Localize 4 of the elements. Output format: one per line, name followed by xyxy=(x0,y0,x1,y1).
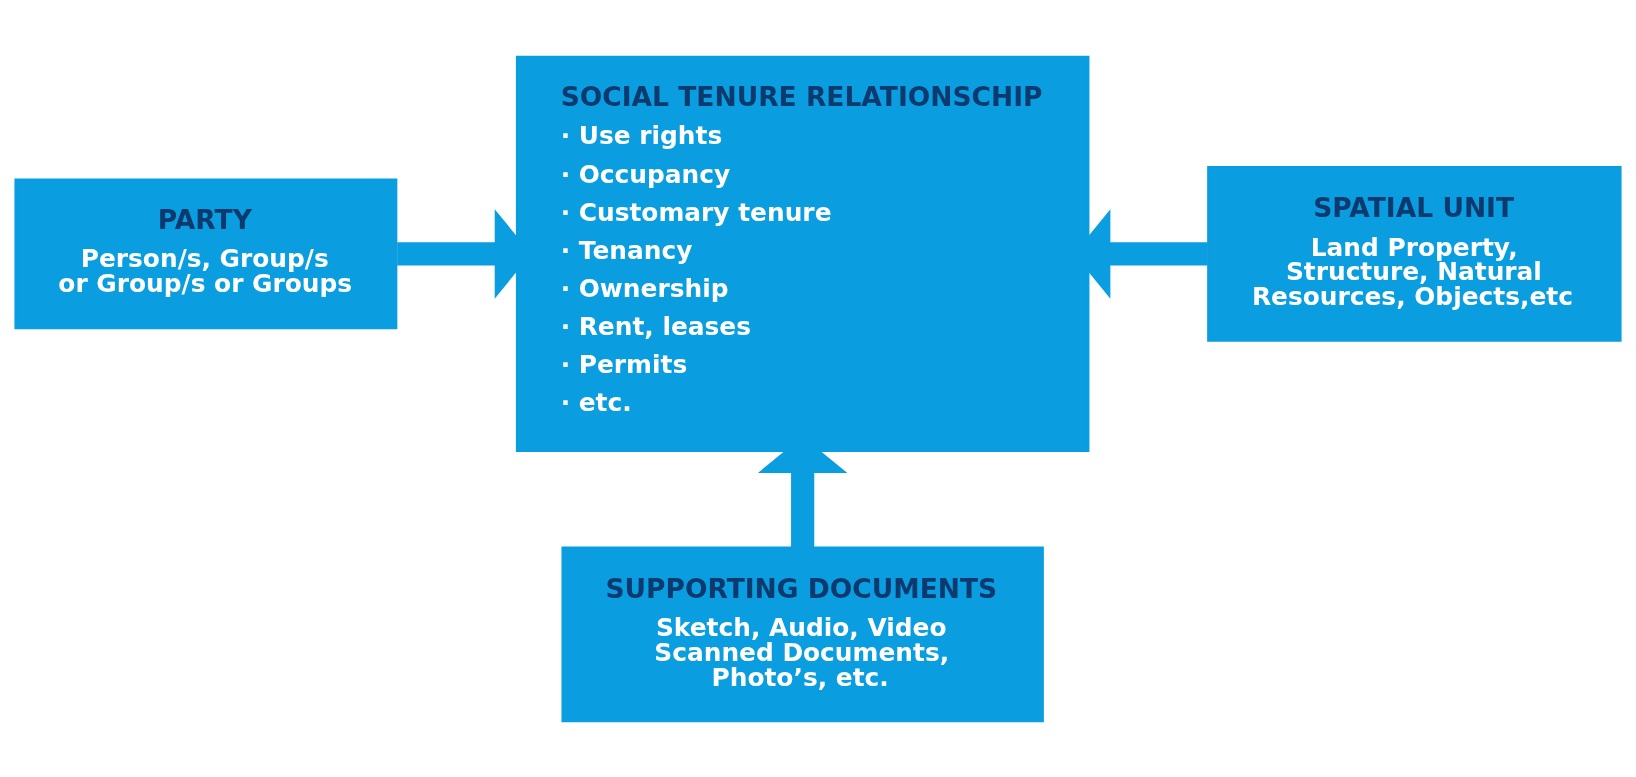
node-box: SUPPORTING DOCUMENTS Sketch, Audio, Video Scanned Documents, Photo’s, etc. xyxy=(561,545,1044,722)
node-box: PARTY Person/s, Group/s or Group/s or Groups xyxy=(14,177,398,329)
node-box: SOCIAL TENURE RELATIONSCHIP · Use rights · Occupancy · Customary tenure · Tenancy · Ownership · Rent, leases · Permits · etc. xyxy=(515,55,1090,452)
node-box: SPATIAL UNIT Land Property, Structure, Natural Resources, Objects,etc xyxy=(1207,165,1622,342)
